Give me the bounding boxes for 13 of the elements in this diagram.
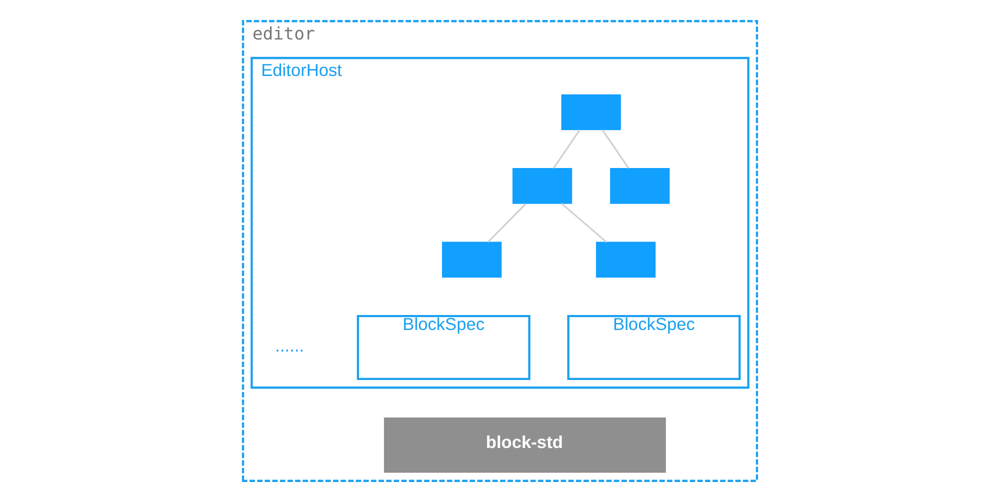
connector (552, 129, 580, 169)
node-box: BlockSpec (567, 314, 741, 380)
node-box: block-std (384, 417, 666, 473)
connector (602, 129, 630, 169)
connector (561, 203, 608, 243)
node-box (442, 242, 502, 278)
node-box (610, 168, 670, 204)
node-box (512, 168, 572, 204)
node-box (596, 242, 656, 278)
connector (487, 203, 527, 243)
label: ...... (275, 336, 304, 356)
node-box (561, 94, 621, 130)
node-box: BlockSpec (356, 314, 530, 380)
